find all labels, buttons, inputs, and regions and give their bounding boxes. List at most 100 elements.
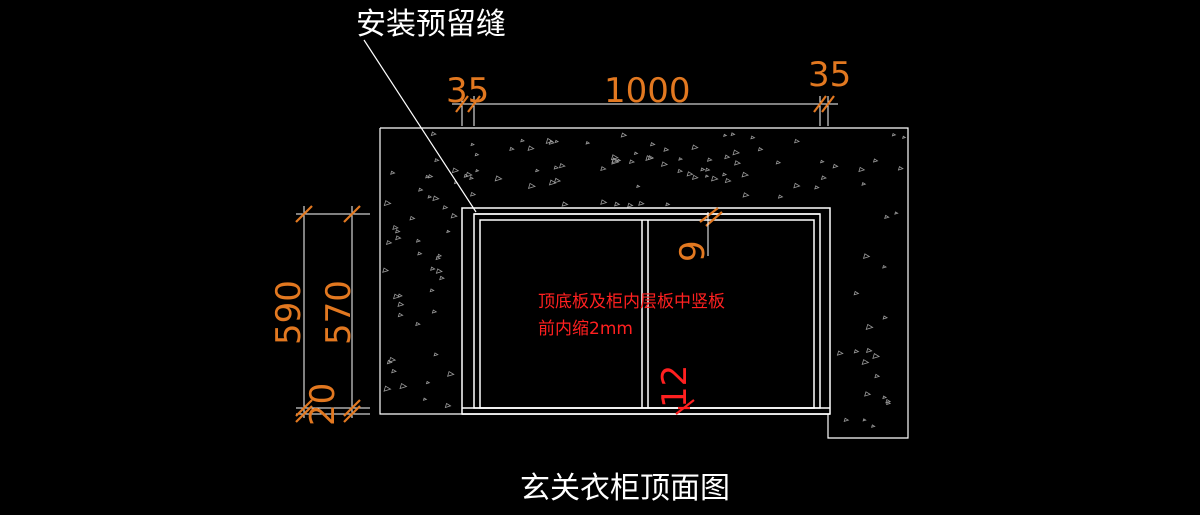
- hatch-speck: [871, 424, 876, 428]
- hatch-speck: [853, 349, 860, 354]
- hatch-speck: [446, 229, 451, 234]
- hatch-speck: [474, 152, 480, 157]
- hatch-speck: [865, 347, 873, 354]
- hatch-speck: [706, 157, 713, 162]
- hatch-speck: [722, 172, 728, 177]
- top-dimension-chain: [452, 96, 838, 126]
- hatch-speck: [884, 214, 890, 220]
- hatch-speck: [820, 175, 827, 181]
- hatch-speck: [819, 159, 825, 164]
- hatch-speck: [395, 235, 402, 241]
- dim-top-center: 1000: [604, 71, 691, 111]
- hatch-speck: [723, 133, 728, 137]
- hatch-speck: [872, 352, 881, 359]
- hatch-speck: [636, 184, 641, 188]
- hatch-speck: [397, 301, 405, 307]
- hatch-speck: [865, 323, 874, 330]
- hatch-speck: [757, 147, 764, 152]
- hatch-speck: [665, 202, 671, 207]
- hatch-speck: [444, 402, 452, 409]
- hatch-speck: [730, 132, 736, 137]
- hatch-speck: [415, 238, 421, 243]
- note-line-2: 前内缩2mm: [538, 319, 633, 339]
- hatch-speck: [853, 290, 860, 296]
- hatch-speck: [463, 173, 469, 178]
- hatch-speck: [638, 200, 645, 206]
- hatch-speck: [442, 205, 449, 210]
- hatch-speck: [432, 195, 440, 202]
- hatch-speck: [861, 182, 867, 186]
- hatch-speck: [418, 187, 424, 192]
- cabinet-outline: [461, 207, 831, 415]
- hatch-speck: [475, 168, 480, 173]
- hatch-speck: [897, 166, 904, 171]
- hatch-speck: [435, 268, 443, 274]
- hatch-speck: [627, 202, 634, 208]
- hatch-speck: [451, 167, 460, 174]
- hatch-speck: [874, 373, 881, 379]
- hatch-speck: [691, 144, 699, 151]
- hatch-speck: [494, 175, 503, 182]
- dim-left-bottom: 20: [303, 383, 343, 426]
- hatch-speck: [437, 253, 443, 258]
- hatch-speck: [894, 211, 899, 215]
- hatch-speck: [677, 168, 684, 174]
- hatch-speck: [469, 176, 474, 180]
- hatch-speck: [450, 213, 458, 219]
- hatch-speck: [691, 174, 699, 180]
- hatch-speck: [882, 395, 888, 400]
- hatch-speck: [527, 182, 536, 190]
- dim-top-right: 35: [808, 55, 851, 95]
- hatch-speck: [724, 154, 731, 160]
- callout-label: 安装预留缝: [356, 7, 506, 42]
- hatch-speck: [425, 174, 430, 179]
- hatch-speck: [862, 253, 871, 259]
- hatch-speck: [433, 352, 439, 357]
- hatch-speck: [409, 215, 416, 221]
- hatch-speck: [882, 264, 887, 269]
- concrete-hatch: [382, 131, 907, 428]
- hatch-speck: [429, 288, 435, 293]
- hatch-speck: [553, 177, 562, 184]
- hatch-speck: [891, 132, 897, 137]
- hatch-speck: [553, 165, 560, 170]
- hatch-speck: [660, 161, 669, 167]
- hatch-speck: [750, 135, 756, 140]
- hatch-speck: [382, 267, 390, 273]
- hatch-speck: [397, 293, 403, 298]
- hatch-speck: [872, 158, 879, 163]
- hatch-speck: [647, 155, 655, 161]
- hatch-speck: [611, 157, 620, 164]
- dim-left-inner: 570: [319, 280, 359, 345]
- bottom-gap-marks: [675, 399, 695, 415]
- hatch-speck: [794, 138, 801, 144]
- hatch-speck: [836, 350, 844, 356]
- hatch-speck: [434, 158, 440, 163]
- hatch-speck: [724, 177, 732, 184]
- hatch-speck: [793, 182, 801, 189]
- note-line-1: 顶底板及柜内层板中竖板: [538, 292, 725, 312]
- hatch-speck: [710, 175, 719, 182]
- hatch-speck: [663, 147, 670, 152]
- hatch-speck: [399, 382, 408, 390]
- hatch-speck: [741, 171, 750, 178]
- hatch-speck: [705, 167, 711, 172]
- hatch-speck: [469, 191, 477, 197]
- hatch-speck: [775, 160, 782, 165]
- hatch-speck: [520, 138, 525, 143]
- hatch-speck: [561, 201, 569, 207]
- hatch-speck: [814, 185, 820, 190]
- hatch-speck: [527, 145, 535, 151]
- hatch-speck: [777, 194, 784, 199]
- hatch-speck: [422, 397, 428, 401]
- hatch-speck: [558, 163, 566, 169]
- hatch-speck: [470, 142, 475, 147]
- hatch-speck: [397, 312, 404, 318]
- hatch-speck: [431, 309, 438, 314]
- hatch-speck: [383, 200, 392, 207]
- hatch-speck: [392, 293, 401, 300]
- hatch-speck: [862, 418, 867, 422]
- hatch-speck: [447, 370, 455, 377]
- hatch-speck: [391, 368, 397, 374]
